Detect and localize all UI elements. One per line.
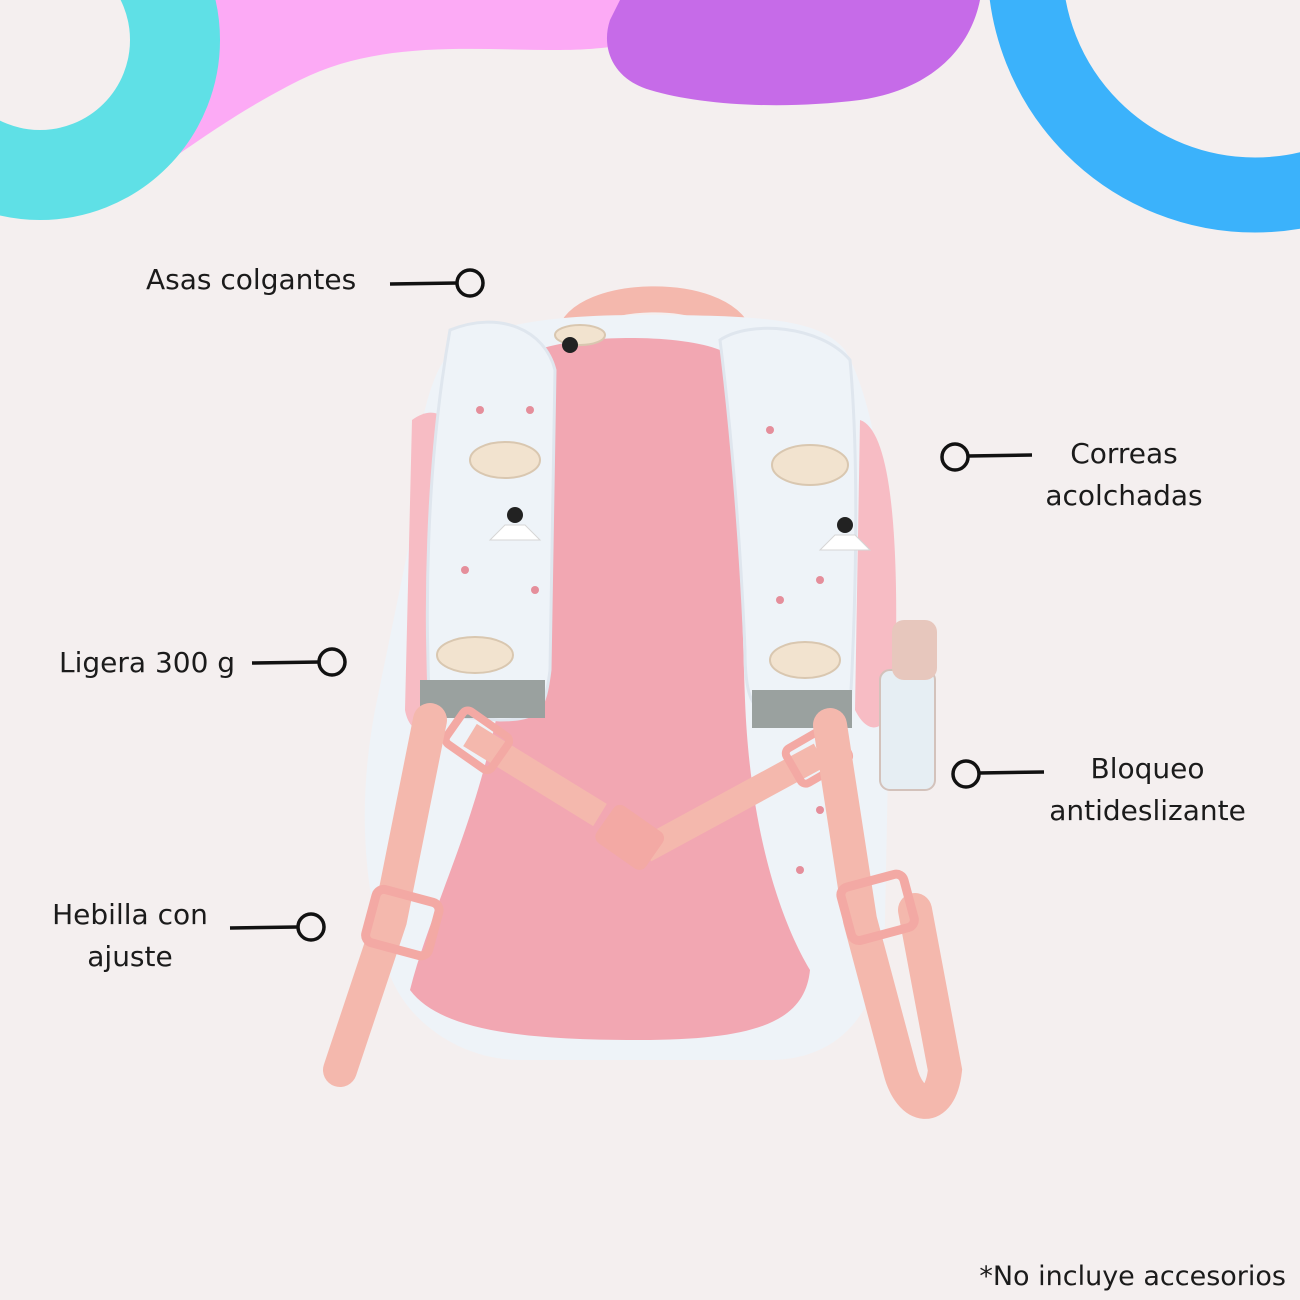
print-pattern [436, 324, 849, 679]
ballerina-figures [488, 337, 872, 551]
lower-strap-right [813, 708, 963, 1119]
blue-ring [989, 0, 1300, 233]
connector-dot-hebilla [296, 912, 326, 942]
lower-strap-left [323, 703, 447, 1087]
purple-blob [606, 0, 980, 106]
chest-buckle [595, 804, 665, 870]
connector-dot-ligera [317, 647, 347, 677]
connector-line-asas [389, 281, 459, 286]
feature-label-asas: Asas colgantes [146, 263, 357, 296]
connector-dot-asas [455, 268, 485, 298]
connector-line-correas [967, 453, 1033, 458]
connector-line-ligera [251, 660, 321, 665]
feature-label-bloqueo: Bloqueo antideslizante [1045, 748, 1250, 832]
feature-label-hebilla-line1: Hebilla con [52, 898, 208, 931]
feature-label-hebilla-line2: ajuste [87, 940, 173, 973]
adjust-buckle-right [836, 869, 919, 946]
feature-label-correas-line1: Correas [1070, 437, 1178, 470]
feature-label-hebilla: Hebilla con ajuste [47, 894, 213, 978]
pink-blob [170, 0, 700, 160]
left-shoulder-strap [425, 320, 557, 722]
adjust-buckle-left [361, 884, 444, 961]
side-cushion-right [855, 420, 897, 728]
feature-label-correas-line2: acolchadas [1045, 479, 1203, 512]
feature-label-ligera: Ligera 300 g [59, 646, 236, 679]
backpack-image [323, 286, 963, 1119]
connector-dot-bloqueo [951, 759, 981, 789]
decorative-header-shapes [0, 0, 1300, 233]
bottle-cap [892, 620, 937, 680]
connector-line-bloqueo [978, 770, 1045, 775]
disclaimer-note: *No incluye accesorios [979, 1261, 1286, 1292]
cyan-ring [0, 0, 220, 220]
connector-dot-correas [940, 442, 970, 472]
feature-label-bloqueo-line1: Bloqueo [1090, 752, 1205, 785]
connector-line-hebilla [229, 925, 299, 930]
feature-label-bloqueo-line2: antideslizante [1049, 794, 1246, 827]
feature-label-correas: Correas acolchadas [1040, 433, 1208, 517]
chest-strap-left [463, 723, 607, 827]
buckle-slider-left [441, 706, 514, 775]
